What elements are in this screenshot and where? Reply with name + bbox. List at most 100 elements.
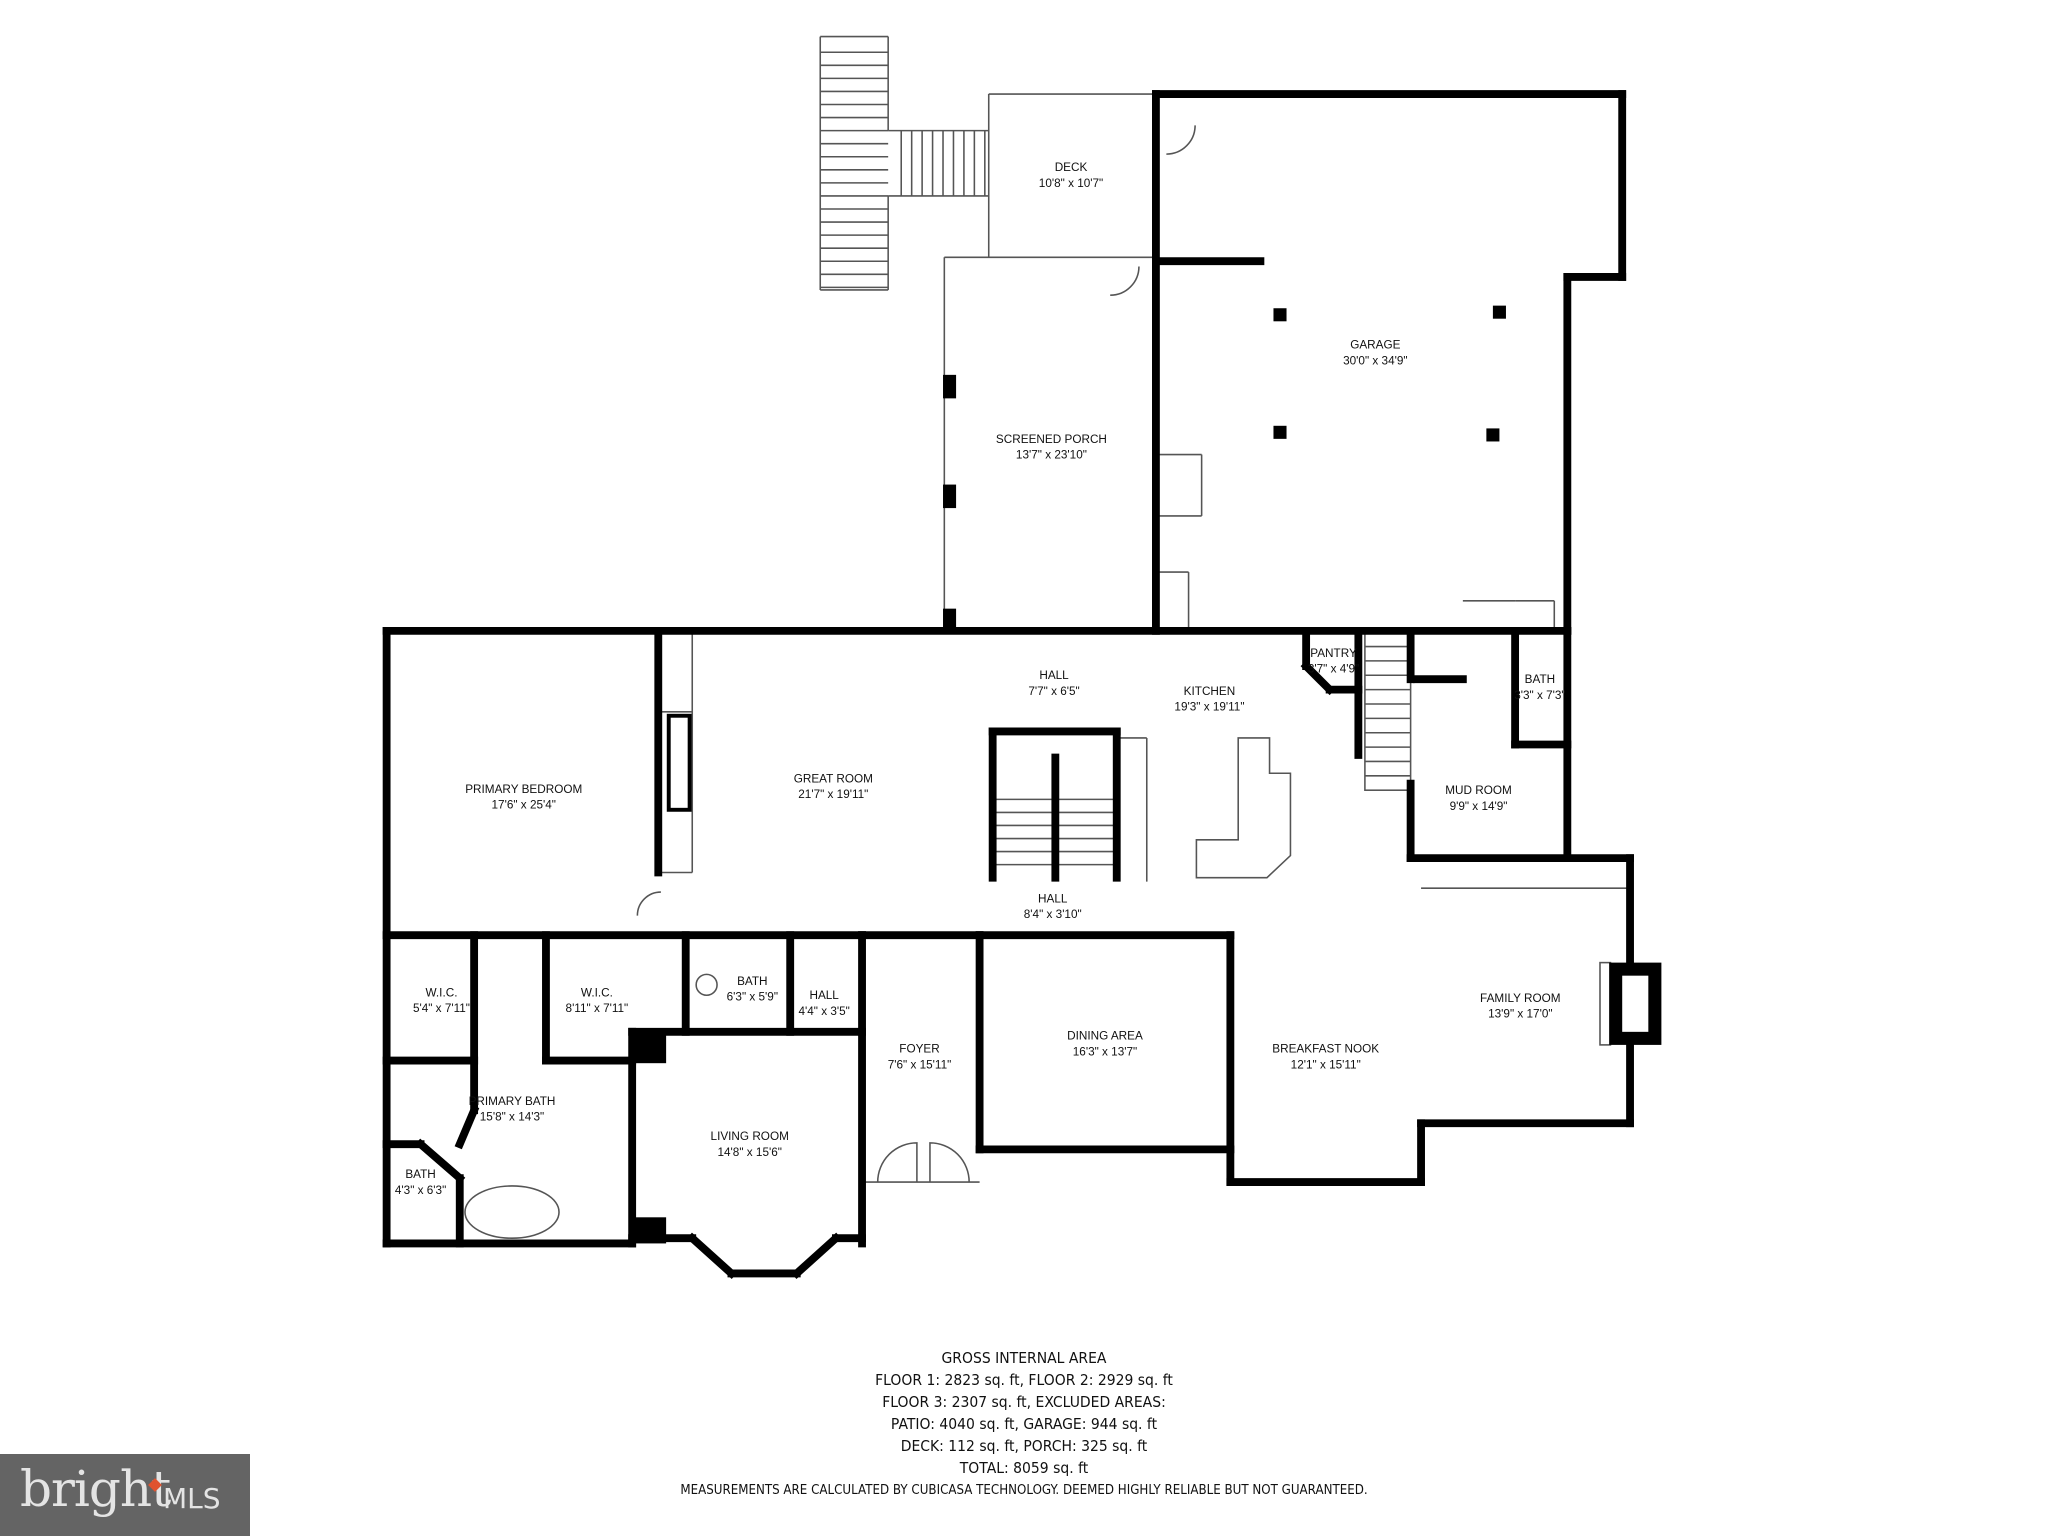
column	[943, 374, 957, 399]
staircase	[1364, 630, 1412, 791]
room-dimensions: 3'3" x 7'3"	[1514, 689, 1565, 702]
room-label: GREAT ROOM 21'7" x 19'11"	[794, 772, 873, 801]
fireplace-opening	[1622, 975, 1649, 1032]
disclaimer: MEASUREMENTS ARE CALCULATED BY CUBICASA …	[680, 1482, 1368, 1498]
room-dimensions: 14'8" x 15'6"	[717, 1146, 781, 1159]
room-dimensions: 17'6" x 25'4"	[492, 798, 556, 811]
room-dimensions: 13'7" x 23'10"	[1016, 448, 1087, 461]
wall	[454, 1105, 480, 1150]
room-name: FOYER	[899, 1043, 939, 1056]
bathtub	[464, 1185, 560, 1239]
room-dimensions: 16'3" x 13'7"	[1073, 1045, 1137, 1058]
room-name: HALL	[1038, 893, 1068, 906]
room-dimensions: 3'7" x 4'9"	[1308, 663, 1359, 676]
room-dimensions: 21'7" x 19'11"	[798, 788, 868, 801]
column	[1486, 428, 1500, 442]
room-name: MUD ROOM	[1445, 784, 1512, 797]
room-label: LIVING ROOM 14'8" x 15'6"	[711, 1130, 789, 1159]
logo-mls: MLS	[163, 1482, 221, 1515]
room-dimensions: 30'0" x 34'9"	[1343, 354, 1407, 367]
area-line: FLOOR 1: 2823 sq. ft, FLOOR 2: 2929 sq. …	[875, 1371, 1173, 1389]
door-swing	[636, 891, 661, 916]
column	[943, 484, 957, 509]
room-label: KITCHEN 19'3" x 19'11"	[1174, 685, 1244, 714]
area-summary: GROSS INTERNAL AREA FLOOR 1: 2823 sq. ft…	[0, 1347, 2048, 1500]
room-dimensions: 12'1" x 15'11"	[1291, 1058, 1361, 1071]
columns	[632, 305, 1662, 1244]
room-name: GARAGE	[1350, 339, 1400, 352]
room-name: BATH	[1525, 673, 1555, 686]
logo-wordmark: bright	[20, 1460, 171, 1518]
hearth	[1599, 961, 1612, 1046]
column	[943, 608, 957, 631]
room-label: BATH 6'3" x 5'9"	[727, 975, 778, 1004]
room-dimensions: 10'8" x 10'7"	[1039, 177, 1103, 190]
room-name: BATH	[737, 975, 767, 988]
room-dimensions: 7'7" x 6'5"	[1028, 685, 1079, 698]
room-dimensions: 19'3" x 19'11"	[1174, 701, 1244, 714]
door-swing	[1166, 125, 1196, 155]
room-name: W.I.C.	[581, 987, 613, 1000]
area-total: TOTAL: 8059 sq. ft	[959, 1459, 1089, 1477]
area-line: DECK: 112 sq. ft, PORCH: 325 sq. ft	[900, 1437, 1148, 1455]
wall	[1300, 660, 1336, 696]
room-name: W.I.C.	[425, 987, 457, 1000]
room-label: DINING AREA 16'3" x 13'7"	[1067, 1030, 1143, 1059]
room-label: FOYER 7'6" x 15'11"	[888, 1043, 952, 1072]
area-title: GROSS INTERNAL AREA	[941, 1349, 1107, 1367]
wall	[791, 1232, 842, 1280]
room-name: FAMILY ROOM	[1480, 992, 1561, 1005]
room-label: BATH 3'3" x 7'3"	[1514, 673, 1565, 702]
room-name: GREAT ROOM	[794, 772, 873, 785]
room-name: HALL	[809, 989, 839, 1002]
walls	[382, 90, 1634, 1280]
room-label: BATH 4'3" x 6'3"	[395, 1168, 446, 1197]
area-line: PATIO: 4040 sq. ft, GARAGE: 944 sq. ft	[890, 1415, 1158, 1433]
room-dimensions: 7'6" x 15'11"	[888, 1058, 952, 1071]
room-label: FAMILY ROOM 13'9" x 17'0"	[1480, 992, 1561, 1021]
room-name: HALL	[1039, 669, 1069, 682]
room-label: W.I.C. 5'4" x 7'11"	[413, 987, 470, 1016]
room-dimensions: 9'9" x 14'9"	[1450, 800, 1508, 813]
room-dimensions: 15'8" x 14'3"	[480, 1111, 544, 1124]
wall	[686, 1232, 737, 1280]
room-name: DECK	[1055, 161, 1088, 174]
column	[1273, 308, 1287, 322]
room-label: PRIMARY BATH 15'8" x 14'3"	[469, 1095, 556, 1124]
fireplace	[666, 713, 692, 812]
room-name: SCREENED PORCH	[996, 433, 1107, 446]
room-name: BREAKFAST NOOK	[1272, 1043, 1379, 1056]
room-label: W.I.C. 8'11" x 7'11"	[566, 987, 629, 1016]
room-label: DECK 10'8" x 10'7"	[1039, 161, 1103, 190]
room-label: SCREENED PORCH 13'7" x 23'10"	[996, 433, 1107, 462]
room-label: GARAGE 30'0" x 34'9"	[1343, 339, 1407, 368]
room-dimensions: 4'3" x 6'3"	[395, 1184, 446, 1197]
room-labels: DECK 10'8" x 10'7" SCREENED PORCH 13'7" x 2…	[395, 161, 1566, 1197]
bright-mls-logo: bright MLS	[0, 1454, 250, 1536]
room-dimensions: 8'11" x 7'11"	[566, 1002, 629, 1015]
room-name: DINING AREA	[1067, 1030, 1143, 1043]
room-dimensions: 5'4" x 7'11"	[413, 1002, 470, 1015]
room-label: MUD ROOM 9'9" x 14'9"	[1445, 784, 1512, 813]
room-label: HALL 7'7" x 6'5"	[1028, 669, 1079, 698]
wall	[415, 1138, 466, 1184]
room-dimensions: 4'4" x 3'5"	[798, 1005, 849, 1018]
room-dimensions: 13'9" x 17'0"	[1488, 1007, 1552, 1020]
sink	[695, 973, 718, 997]
column	[632, 1217, 667, 1244]
room-name: PRIMARY BATH	[469, 1095, 556, 1108]
column	[1273, 425, 1287, 439]
room-label: HALL 4'4" x 3'5"	[798, 989, 849, 1018]
room-name: BATH	[405, 1168, 435, 1181]
kitchen-island	[1195, 737, 1292, 879]
entry-door	[876, 1142, 970, 1183]
column	[1492, 305, 1506, 319]
room-name: LIVING ROOM	[711, 1130, 789, 1143]
room-dimensions: 6'3" x 5'9"	[727, 990, 778, 1003]
room-name: KITCHEN	[1184, 685, 1236, 698]
column	[632, 1031, 667, 1064]
